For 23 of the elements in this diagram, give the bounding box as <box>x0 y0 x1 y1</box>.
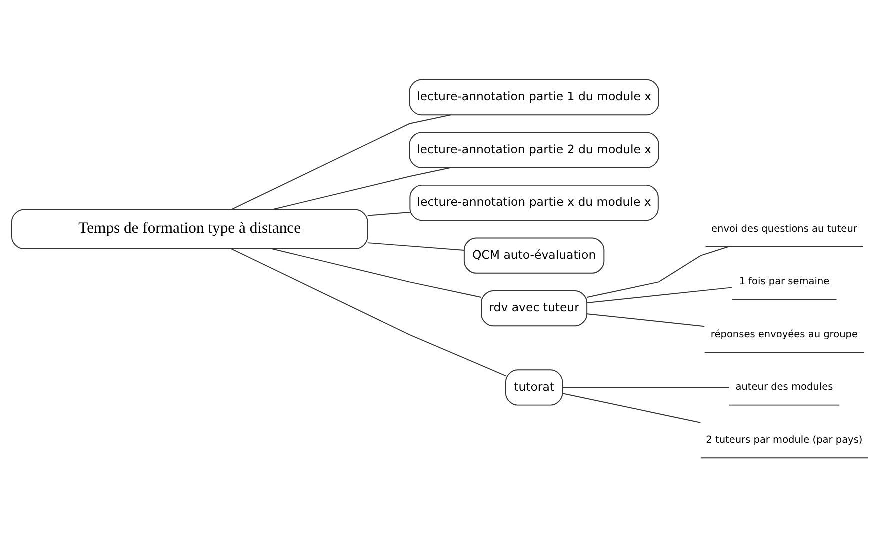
node-box: lecture-annotation partie 1 du module x <box>409 79 660 116</box>
connector <box>586 246 729 298</box>
connector <box>230 248 506 377</box>
connector <box>367 212 410 216</box>
node-box: Temps de formation type à distance <box>12 209 368 250</box>
node-text: auteur des modules <box>736 382 834 394</box>
connector <box>272 167 452 210</box>
node-text: 2 tuteurs par module (par pays) <box>706 434 863 446</box>
connector <box>562 393 702 424</box>
node-box: lecture-annotation partie 2 du module x <box>409 132 660 168</box>
connector <box>230 114 452 210</box>
connector <box>562 387 730 388</box>
node-text: 1 fois par semaine <box>739 276 830 288</box>
connector <box>272 248 482 298</box>
node-text: réponses envoyées au groupe <box>710 329 858 340</box>
node-box: tutorat <box>505 370 564 406</box>
connector <box>367 242 465 251</box>
node-box: lecture-annotation partie x du module x <box>410 184 659 222</box>
node-box: QCM auto-évaluation <box>464 238 605 274</box>
connector <box>586 287 732 304</box>
node-text: envoi des questions au tuteur <box>712 224 858 235</box>
connector <box>586 314 706 328</box>
node-box: rdv avec tuteur <box>481 290 588 327</box>
